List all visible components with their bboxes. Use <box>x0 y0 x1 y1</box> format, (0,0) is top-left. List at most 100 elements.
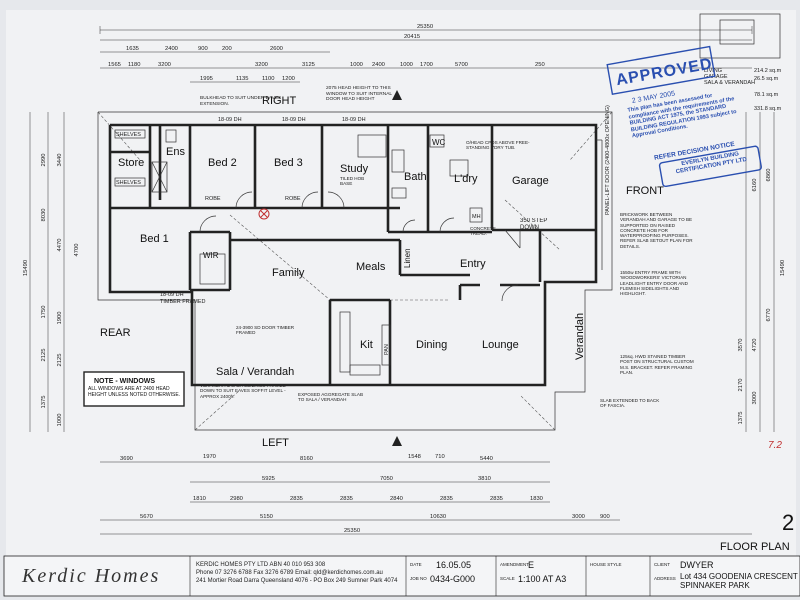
area-total-1: 214.2 sq.m <box>754 68 782 74</box>
kitchen-bench-lower <box>349 364 381 376</box>
dim-left-5: 1750 <box>41 306 47 319</box>
dim-top1-0: 1635 <box>126 46 139 52</box>
note-exposed: EXPOSED AGGREGATE SLAB TO SALA / VERANDA… <box>298 392 364 403</box>
win-study: 18-09 DH <box>342 117 366 123</box>
date-label: DATE <box>410 562 422 567</box>
dim-top2-6: 2400 <box>372 62 385 68</box>
dim-bot2-0: 1810 <box>193 496 206 502</box>
win-bed2: 18-09 DH <box>218 117 242 123</box>
door-laundry <box>439 217 455 233</box>
scale-value: 1:100 AT A3 <box>518 574 566 584</box>
door-bed3 <box>301 191 319 209</box>
handwritten-annotation: 7.2 <box>768 440 782 451</box>
note-body: ALL WINDOWS ARE AT 2400 HEAD HEIGHT UNLE… <box>88 386 181 398</box>
dim-left-8: 2125 <box>57 354 63 367</box>
dim-bot1-2: 10630 <box>430 514 446 520</box>
label-right: RIGHT <box>262 95 297 107</box>
door-bed1 <box>199 215 217 233</box>
wir-shelving <box>199 253 226 285</box>
dim-top1-4: 2600 <box>270 46 283 52</box>
note-sliding-door: 24-3900 SD DOOR TIMBER FRAMED <box>236 325 295 336</box>
job-value: 0434-G000 <box>430 574 475 584</box>
dim-top2-10: 250 <box>535 62 545 68</box>
room-labels: Store Ens Bed 2 Bed 3 Study Bath L'dry G… <box>116 132 586 378</box>
company-logo: Kerdic Homes <box>21 565 160 587</box>
label-rear: REAR <box>100 327 131 339</box>
dim-right-5: 2170 <box>738 379 744 392</box>
dim-left-0: 2990 <box>41 154 47 167</box>
room-dining: Dining <box>416 339 447 351</box>
label-front: FRONT <box>626 185 664 197</box>
drawing-area <box>6 10 796 558</box>
room-bed1: Bed 1 <box>140 233 169 245</box>
room-kit: Kit <box>360 339 373 351</box>
orientation-labels: RIGHT LEFT REAR FRONT <box>100 90 664 449</box>
dim-bot1-1: 5150 <box>260 514 273 520</box>
dim-top2-8: 1700 <box>420 62 433 68</box>
note-brickwork: BRICKWORK BETWEEN VERANDAH AND GARAGE TO… <box>620 212 693 249</box>
door-bed2 <box>235 191 253 209</box>
door-study <box>327 191 345 209</box>
pan-label: PAN <box>384 344 390 355</box>
room-verandah: Verandah <box>574 313 586 360</box>
room-bed2: Bed 2 <box>208 157 237 169</box>
room-study: Study <box>340 163 369 175</box>
label-left: LEFT <box>262 437 289 449</box>
dim-top2-2: 3200 <box>158 62 171 68</box>
room-linen: Linen <box>403 248 412 268</box>
win-bed3: 18-09 DH <box>282 117 306 123</box>
note-entry-frame: 1550w ENTRY FRAME WITH 'WOODWORKERS' VIC… <box>620 270 688 297</box>
dim-right-6: 3000 <box>752 392 758 405</box>
wc-ens <box>165 129 177 143</box>
note-slab-ext: SLAB EXTENDED TO BACK OF FASCIA. <box>600 398 660 409</box>
right-dimension-strings: 15490 6860 6160 6770 3570 4720 2170 3000… <box>738 112 786 432</box>
approval-stamp: APPROVED 2 3 MAY 2005 This plan has been… <box>606 45 762 188</box>
door-bath <box>402 219 416 233</box>
dim-right-4: 4720 <box>752 339 758 352</box>
area-garage: GARAGE <box>704 74 728 80</box>
dim-bottom-overall: 25350 <box>344 528 360 534</box>
dim-left-4: 4700 <box>74 244 80 257</box>
walls <box>108 123 598 387</box>
note-title: NOTE - WINDOWS <box>94 378 155 385</box>
sheet-info: 7.2 2 FLOOR PLAN <box>720 440 794 553</box>
dim-top3-3: 1200 <box>282 76 295 82</box>
laundry-tub <box>449 159 469 177</box>
note-shower-base: TILED HOB BASE <box>340 176 365 187</box>
room-sala: Sala / Verandah <box>216 366 294 378</box>
room-ens: Ens <box>166 146 185 158</box>
company-name: KERDIC HOMES PTY LTD ABN 40 010 953 308 <box>196 562 326 568</box>
site-address: Lot 434 GOODENIA CRESCENT SPINNAKER PARK <box>680 572 798 590</box>
room-wc: WC <box>432 138 446 147</box>
job-label: JOB NO <box>410 576 427 581</box>
dim-top2-7: 1000 <box>400 62 413 68</box>
annotations: BULKHEAD TO SUIT UNDER EAVES EXTENSION. … <box>160 86 694 409</box>
sheet-number: 2 <box>782 510 794 535</box>
area-schedule: LIVING GARAGE SALA & VERANDAH 214.2 sq.m… <box>699 13 782 112</box>
shelves-label-2: SHELVES <box>116 180 141 186</box>
dim-left-6: 1900 <box>57 312 63 325</box>
note-tub: O/HEAD CPDS ABOVE FREE-STANDING L'DRY TU… <box>466 140 530 151</box>
mh-box <box>469 207 483 223</box>
dim-left-9: 1375 <box>41 396 47 409</box>
door-entry <box>501 284 519 302</box>
garage-door-label: PANEL-LIFT DOOR (2400-4800x OPENING) <box>605 105 611 215</box>
amendment-value: E <box>528 560 534 570</box>
dim-bot4-2: 5440 <box>480 456 493 462</box>
dim-top2-1: 1180 <box>128 62 140 68</box>
company-contact: Phone 07 3276 6788 Fax 3276 6789 Email: … <box>196 570 383 576</box>
room-lounge: Lounge <box>482 339 519 351</box>
dim-right-0: 6860 <box>766 169 772 182</box>
dim-left-overall: 15490 <box>23 260 29 276</box>
dim-bot1-3: 3000 <box>572 514 585 520</box>
note-head-height: 2075 HEAD HEIGHT TO THIS WINDOW TO SUIT … <box>326 86 392 102</box>
address-label: ADDRESS <box>654 576 676 581</box>
dim-top3-2: 1100 <box>262 76 274 82</box>
mh-label: MH <box>472 214 481 220</box>
bath-tub <box>391 149 405 173</box>
dim-right-1: 6160 <box>752 179 758 192</box>
dim-top-overall: 25350 <box>417 24 433 30</box>
dim-bot2-4: 2840 <box>390 496 403 502</box>
fixtures <box>114 129 603 376</box>
area-sala: SALA & VERANDAH <box>704 80 755 86</box>
